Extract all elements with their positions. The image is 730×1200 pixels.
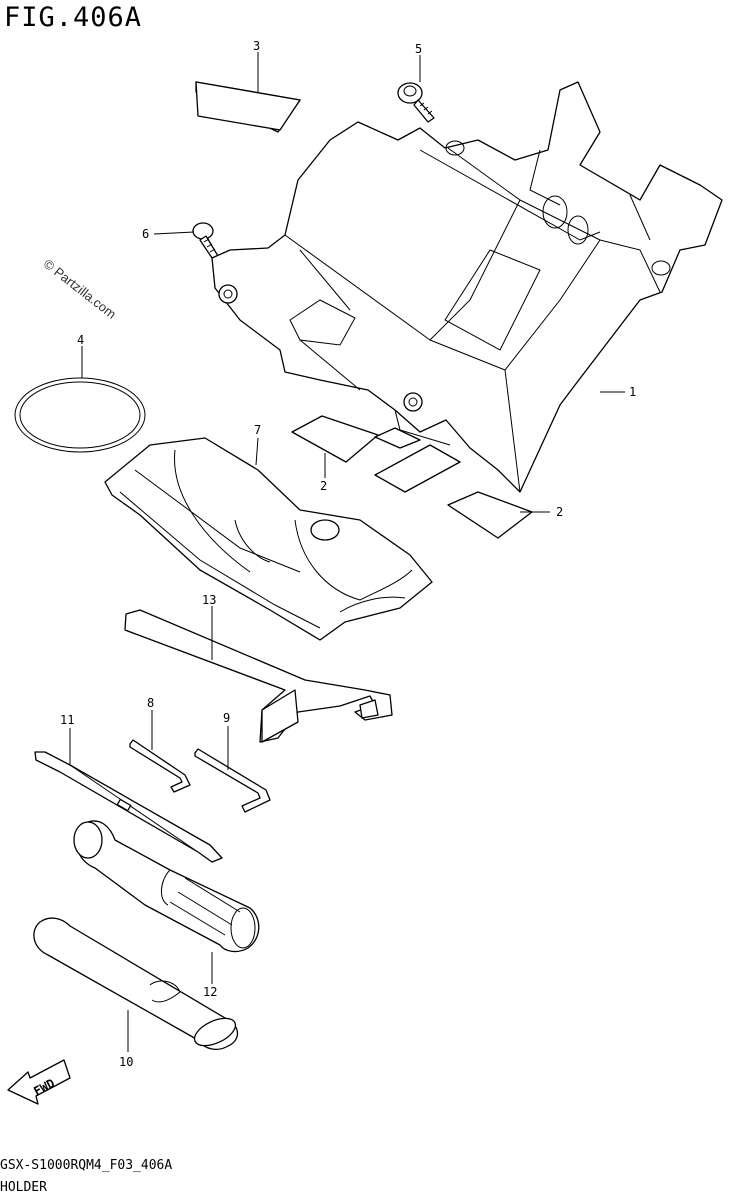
figure-title: FIG.406A — [4, 2, 143, 33]
clip-gear-right — [403, 392, 423, 412]
part-7-tool-bag[interactable] — [104, 437, 433, 641]
part-3-label[interactable] — [195, 81, 301, 133]
callout-7: 7 — [254, 423, 261, 437]
callout-3: 3 — [253, 39, 260, 53]
callout-2b: 2 — [556, 505, 563, 519]
part-5-bolt[interactable] — [397, 82, 435, 123]
clip-gear-left — [218, 284, 238, 304]
figure-name: HOLDER — [0, 1180, 47, 1195]
part-4-band[interactable] — [14, 377, 146, 453]
part-2-pads[interactable] — [291, 415, 533, 539]
part-12-handle[interactable] — [73, 820, 260, 953]
callout-8: 8 — [147, 696, 154, 710]
part-13-spanner[interactable] — [124, 609, 393, 743]
fwd-arrow-icon: FWD — [7, 1059, 71, 1105]
part-11-screwdriver[interactable] — [34, 751, 223, 863]
figure-code: GSX-S1000RQM4_F03_406A — [0, 1158, 173, 1173]
part-10-tube[interactable] — [33, 917, 240, 1051]
callout-numbers: 3 5 6 4 7 2 2 1 13 8 9 11 12 10 — [60, 39, 636, 1069]
part-8-hex-wrench[interactable] — [129, 739, 191, 793]
callout-4: 4 — [77, 333, 84, 347]
callout-5: 5 — [415, 42, 422, 56]
callout-12: 12 — [203, 985, 217, 999]
callout-6: 6 — [142, 227, 149, 241]
callout-10: 10 — [119, 1055, 133, 1069]
leader-lines — [69, 52, 625, 1052]
callout-2a: 2 — [320, 479, 327, 493]
part-6-screw[interactable] — [192, 222, 219, 259]
part-9-hex-wrench[interactable] — [194, 748, 271, 813]
part-1-holder[interactable] — [211, 81, 723, 493]
callout-13: 13 — [202, 593, 216, 607]
callout-9: 9 — [223, 711, 230, 725]
callout-1: 1 — [629, 385, 636, 399]
callout-11: 11 — [60, 713, 74, 727]
